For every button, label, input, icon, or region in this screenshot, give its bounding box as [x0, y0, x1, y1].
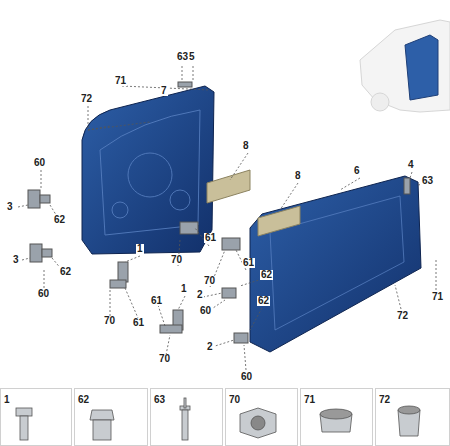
callout-number: 6 — [353, 166, 361, 176]
callout-number: 60 — [37, 289, 50, 299]
callout-number: 62 — [59, 267, 72, 277]
callout-number: 60 — [199, 306, 212, 316]
callout-number: 61 — [132, 318, 145, 328]
fastener-cell: 72 — [375, 388, 450, 446]
callout-number: 63 — [151, 393, 168, 407]
callout-number: 8 — [242, 141, 250, 151]
callout-number: 72 — [396, 311, 409, 321]
callout-number: 61 — [150, 296, 163, 306]
fastener-cell: 62 — [74, 388, 148, 446]
callout-number: 3 — [6, 202, 14, 212]
callout-number: 7 — [160, 86, 168, 96]
callout-number: 62 — [257, 296, 270, 306]
fastener-cell: 71 — [300, 388, 373, 446]
callout-number: 70 — [158, 354, 171, 364]
callout-number: 71 — [114, 76, 127, 86]
fastener-cell: 70 — [225, 388, 298, 446]
callout-number: 61 — [242, 258, 255, 268]
callout-number: 70 — [203, 276, 216, 286]
callout-number: 3 — [12, 255, 20, 265]
callout-number: 70 — [170, 255, 183, 265]
callout-number: 8 — [294, 171, 302, 181]
callout-number: 1 — [136, 244, 144, 254]
fastener-cell: 1 — [0, 388, 72, 446]
callout-number: 60 — [33, 158, 46, 168]
fastener-cell: 63 — [150, 388, 223, 446]
callout-number: 71 — [431, 292, 444, 302]
callout-number: 1 — [1, 393, 13, 407]
callout-number: 72 — [80, 94, 93, 104]
callout-number: 63 — [421, 176, 434, 186]
callout-number: 71 — [301, 393, 318, 407]
callout-number: 70 — [103, 316, 116, 326]
callout-number: 5 — [188, 52, 196, 62]
callout-number: 72 — [376, 393, 393, 407]
callout-number: 2 — [196, 290, 204, 300]
callout-number: 1 — [180, 284, 188, 294]
callout-number: 62 — [75, 393, 92, 407]
callout-number: 61 — [204, 233, 217, 243]
callout-number: 62 — [53, 215, 66, 225]
callout-number: 2 — [206, 342, 214, 352]
callout-number: 62 — [260, 270, 273, 280]
callout-number: 4 — [407, 160, 415, 170]
callout-number: 70 — [226, 393, 243, 407]
callout-number: 60 — [240, 372, 253, 382]
